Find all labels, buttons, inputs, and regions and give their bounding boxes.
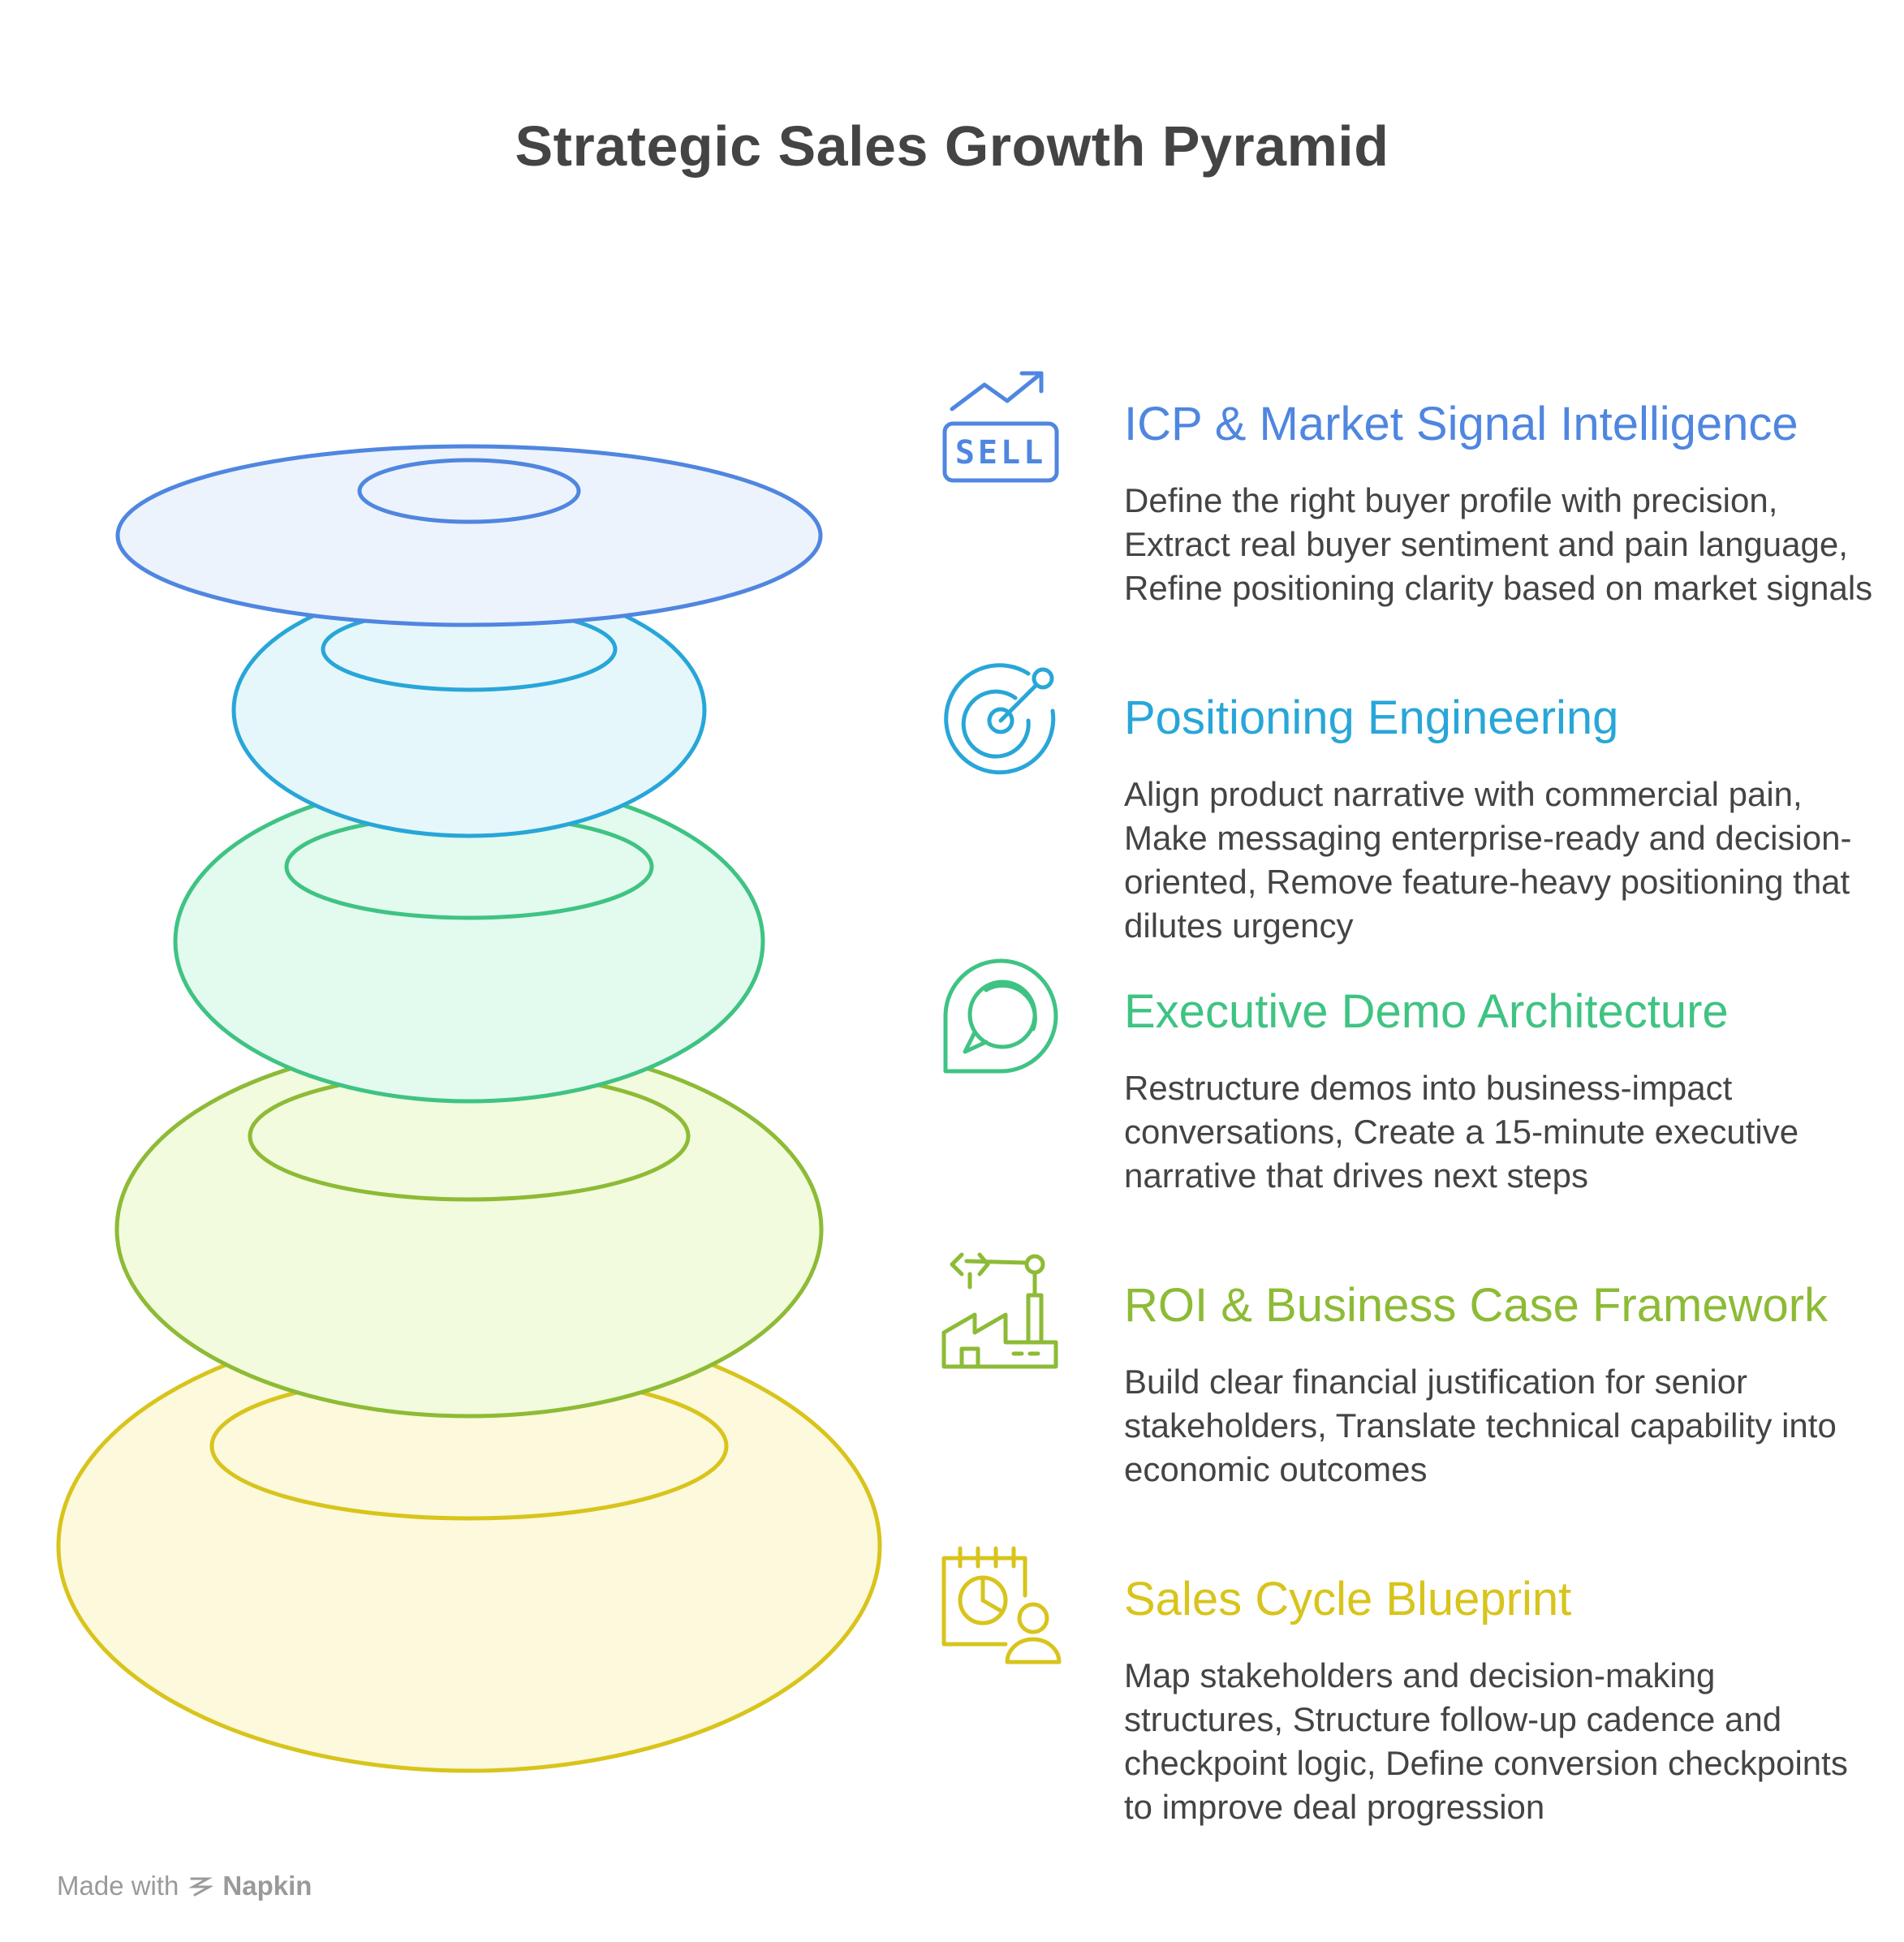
footer: Made with Napkin bbox=[57, 1871, 312, 1901]
chat-bubbles-icon bbox=[943, 958, 1058, 1074]
ring-inner-1 bbox=[357, 458, 581, 524]
ring-level-2 bbox=[231, 582, 707, 838]
ring-outer-1 bbox=[115, 444, 823, 627]
level-2-title: Positioning Engineering bbox=[1124, 691, 1619, 744]
footer-brand: Napkin bbox=[222, 1871, 312, 1901]
level-3: Executive Demo Architecture Restructure … bbox=[1124, 984, 1879, 1198]
pyramid-stack bbox=[56, 444, 882, 1773]
level-2-description: Align product narrative with commercial … bbox=[1124, 775, 1852, 945]
level-4: ROI & Business Case Framework Build clea… bbox=[1124, 1277, 1879, 1492]
level-1: ICP & Market Signal Intelligence Define … bbox=[1124, 396, 1879, 610]
sell-trend-icon: SELL bbox=[942, 371, 1059, 483]
footer-made-with: Made with bbox=[57, 1871, 179, 1901]
level-4-description: Build clear financial justification for … bbox=[1124, 1363, 1837, 1488]
sell-icon-text: SELL bbox=[955, 434, 1046, 472]
ring-level-1 bbox=[115, 444, 823, 627]
level-3-description: Restructure demos into business-impact c… bbox=[1124, 1069, 1799, 1195]
level-5-title: Sales Cycle Blueprint bbox=[1124, 1573, 1572, 1626]
factory-robot-icon bbox=[941, 1252, 1058, 1369]
ring-level-3 bbox=[173, 779, 765, 1104]
napkin-logo-icon bbox=[188, 1877, 213, 1897]
level-1-description: Define the right buyer profile with prec… bbox=[1124, 481, 1873, 607]
target-icon bbox=[944, 663, 1056, 775]
level-5-description: Map stakeholders and decision-making str… bbox=[1124, 1656, 1848, 1826]
level-4-title: ROI & Business Case Framework bbox=[1124, 1279, 1829, 1332]
level-2: Positioning Engineering Align product na… bbox=[1124, 690, 1879, 948]
level-5: Sales Cycle Blueprint Map stakeholders a… bbox=[1124, 1571, 1879, 1829]
level-1-title: ICP & Market Signal Intelligence bbox=[1124, 398, 1798, 450]
page-title: Strategic Sales Growth Pyramid bbox=[515, 114, 1389, 178]
level-3-title: Executive Demo Architecture bbox=[1124, 985, 1729, 1038]
calendar-person-icon bbox=[941, 1546, 1062, 1664]
